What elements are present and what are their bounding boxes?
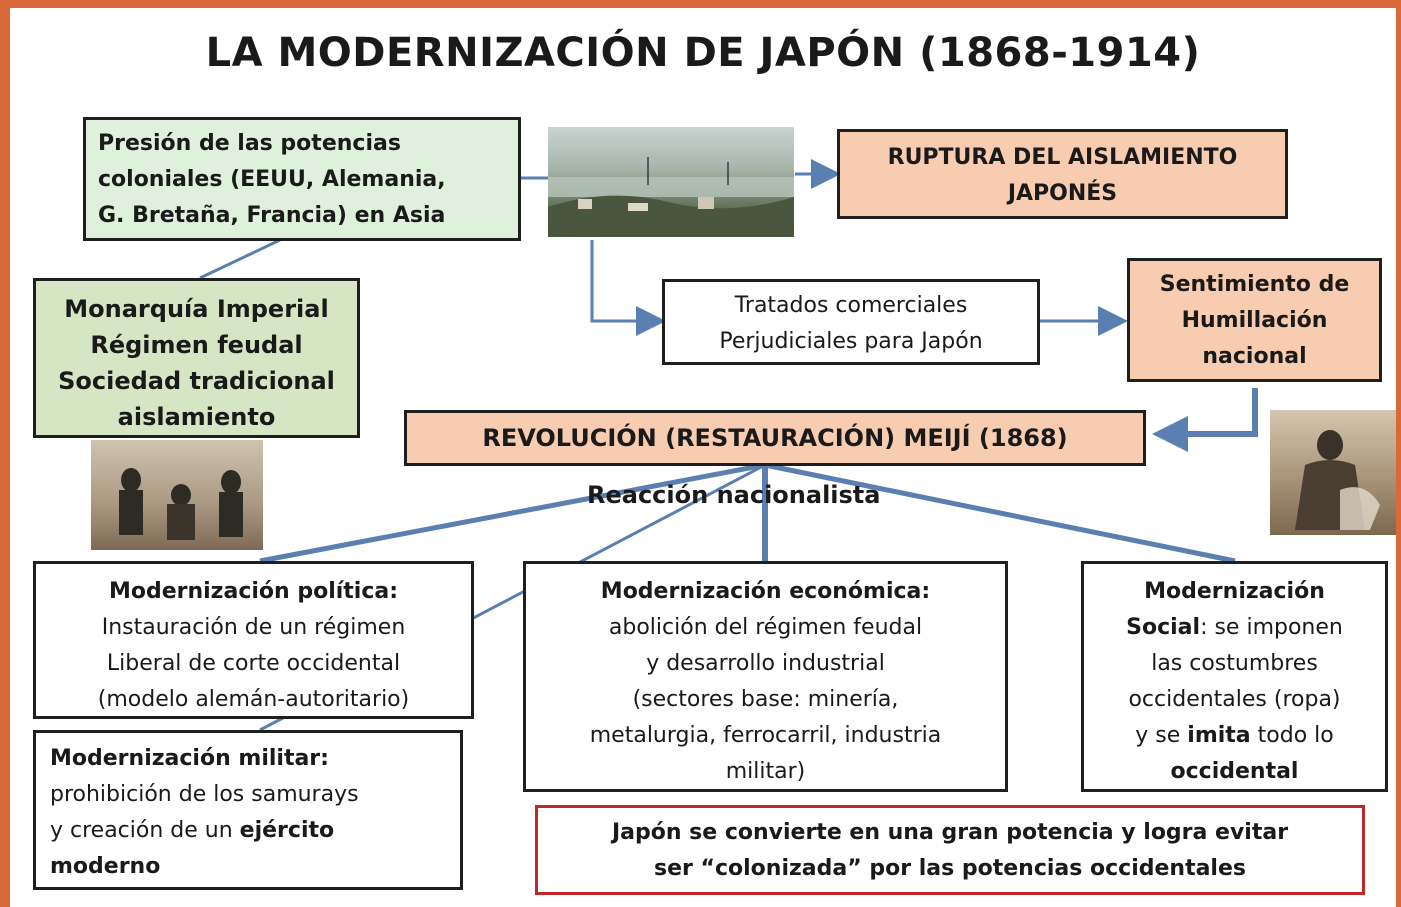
monarquia-line-2: Régimen feudal (90, 331, 303, 359)
social-line-1-rest: : se imponen (1200, 615, 1343, 640)
militar-line-1: prohibición de los samurays (50, 782, 359, 807)
economica-line-5: militar) (725, 759, 806, 784)
tratados-line-2: Perjudiciales para Japón (719, 329, 983, 354)
tratados-line-1: Tratados comerciales (734, 293, 968, 318)
diagram-title: LA MODERNIZACIÓN DE JAPÓN (1868-1914) (205, 30, 1201, 76)
politica-line-2: Liberal de corte occidental (106, 651, 401, 676)
social-line-5: occidental (1170, 759, 1299, 784)
militar-line-3: moderno (50, 854, 161, 879)
connector-sentimiento-revolucion (1152, 388, 1258, 452)
meiji-photo-art (1295, 430, 1380, 530)
social-line-4-pre: y se (1135, 723, 1188, 748)
sentimiento-line-2: Humillación (1181, 308, 1328, 333)
social-heading: Modernización (1144, 579, 1325, 604)
militar-heading: Modernización militar: (50, 746, 329, 771)
conclusion-line-2: ser “colonizada” por las potencias occid… (653, 856, 1246, 881)
presion-line-1: Presión de las potencias (98, 131, 401, 156)
reaccion-label: Reacción nacionalista (587, 481, 881, 509)
politica-box: Modernización política: Instauración de … (33, 561, 474, 719)
economica-line-2: y desarrollo industrial (646, 651, 885, 676)
revolucion-box: REVOLUCIÓN (RESTAURACIÓN) MEIJÍ (1868) (404, 410, 1146, 466)
politica-line-1: Instauración de un régimen (101, 615, 406, 640)
conclusion-box: Japón se convierte en una gran potencia … (535, 805, 1365, 895)
sentimiento-line-3: nacional (1202, 344, 1307, 369)
politica-line-3: (modelo alemán-autoritario) (97, 687, 410, 712)
militar-box: Modernización militar: prohibición de lo… (33, 730, 463, 890)
samurai-photo-art (119, 468, 243, 540)
tratados-box: Tratados comerciales Perjudiciales para … (662, 279, 1040, 365)
monarquia-box: Monarquía Imperial Régimen feudal Socied… (33, 278, 360, 438)
economica-box: Modernización económica: abolición del r… (523, 561, 1008, 792)
economica-line-3: (sectores base: minería, (632, 687, 899, 712)
sentimiento-box: Sentimiento de Humillación nacional (1127, 258, 1382, 382)
samurai-photo (91, 440, 263, 550)
sentimiento-line-1: Sentimiento de (1159, 272, 1350, 297)
diagram-canvas: LA MODERNIZACIÓN DE JAPÓN (1868-1914) Pr… (10, 8, 1396, 907)
social-line-4-post: todo lo (1250, 723, 1334, 748)
presion-box: Presión de las potencias coloniales (EEU… (83, 117, 521, 241)
social-imita: imita (1187, 723, 1251, 748)
connector-revolucion-social (764, 462, 1236, 564)
revolucion-label: REVOLUCIÓN (RESTAURACIÓN) MEIJÍ (1868) (482, 424, 1068, 452)
social-line-1: Social: se imponen (1084, 610, 1385, 646)
economica-line-4: metalurgia, ferrocarril, industria (589, 723, 942, 748)
politica-heading: Modernización política: (108, 579, 399, 604)
militar-line-2-pre: y creación de un (50, 818, 240, 843)
social-line-3: occidentales (ropa) (1128, 687, 1341, 712)
social-line-4: y se imita todo lo (1084, 718, 1385, 754)
monarquia-line-3: Sociedad tradicional (58, 367, 335, 395)
connector-revolucion-politica (259, 462, 766, 564)
connector-photo-tratados (590, 240, 666, 336)
social-heading-2: Social (1126, 615, 1201, 640)
ruptura-box: RUPTURA DEL AISLAMIENTO JAPONÉS (837, 129, 1288, 219)
ruptura-line-2: JAPONÉS (1007, 181, 1118, 206)
ruptura-line-1: RUPTURA DEL AISLAMIENTO (887, 145, 1238, 170)
conclusion-line-1: Japón se convierte en una gran potencia … (611, 820, 1289, 845)
militar-line-2: y creación de un ejército (50, 813, 460, 849)
meiji-photo (1270, 410, 1396, 535)
harbor-photo (548, 127, 794, 237)
social-box: Modernización Social: se imponen las cos… (1081, 561, 1388, 792)
economica-line-1: abolición del régimen feudal (608, 615, 923, 640)
militar-line-2-bold: ejército (239, 818, 335, 843)
harbor-photo-art (548, 157, 794, 237)
presion-line-2: coloniales (EEUU, Alemania, (98, 167, 446, 192)
presion-line-3: G. Bretaña, Francia) en Asia (98, 203, 446, 228)
social-line-2: las costumbres (1151, 651, 1318, 676)
monarquia-line-4: aislamiento (117, 403, 276, 431)
monarquia-line-1: Monarquía Imperial (64, 295, 329, 323)
connector-presion-monarquia (199, 238, 281, 280)
economica-heading: Modernización económica: (600, 579, 931, 604)
